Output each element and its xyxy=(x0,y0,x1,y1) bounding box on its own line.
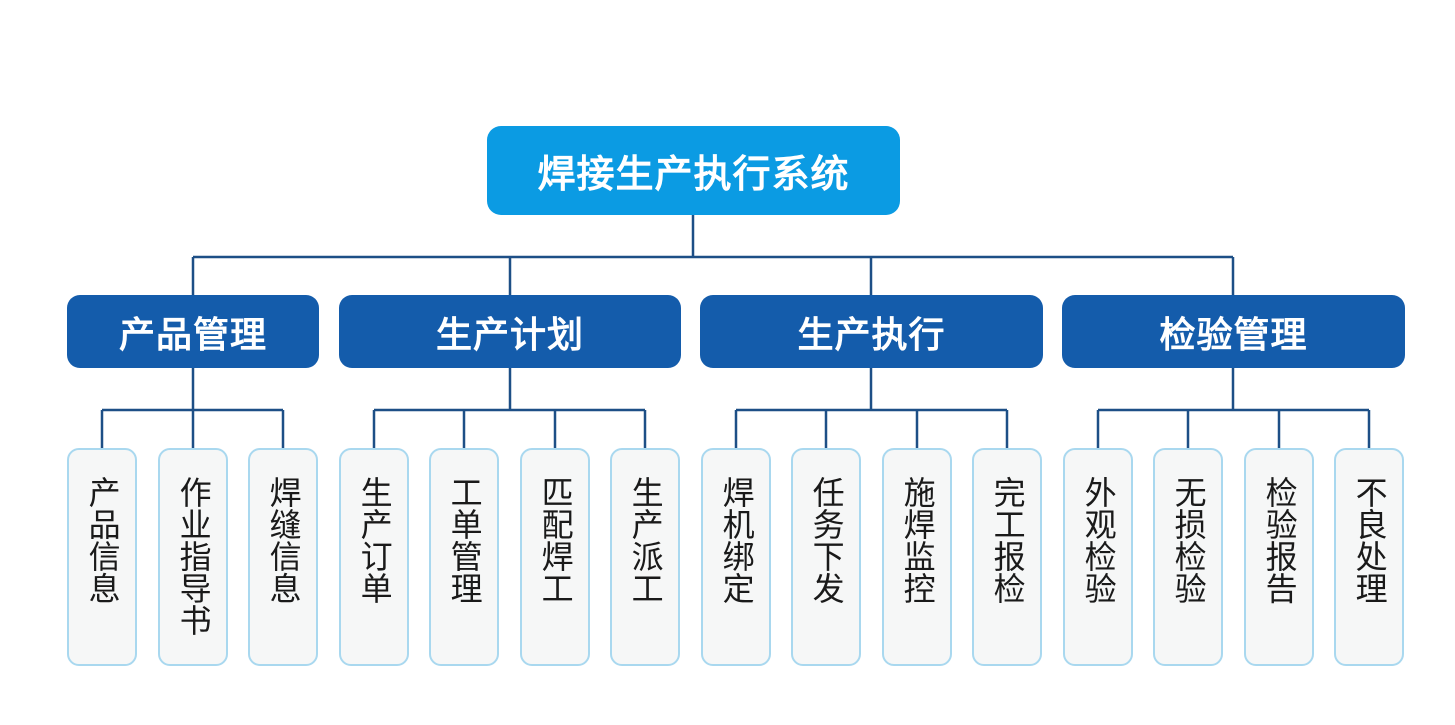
leaf-node-label: 完工报检 xyxy=(988,476,1027,604)
module-node-label: 产品管理 xyxy=(118,314,267,356)
leaf-node-label: 匹配焊工 xyxy=(536,476,575,604)
module-node-label: 生产执行 xyxy=(797,314,946,356)
leaf-node: 工单管理 xyxy=(429,448,499,666)
leaf-node: 检验报告 xyxy=(1244,448,1314,666)
leaf-node-label: 施焊监控 xyxy=(898,476,937,604)
leaf-node: 焊缝信息 xyxy=(248,448,318,666)
leaf-node: 匹配焊工 xyxy=(520,448,590,666)
root-node-label: 焊接生产执行系统 xyxy=(537,152,850,196)
module-node-product-management: 产品管理 xyxy=(67,295,319,368)
leaf-node-label: 焊缝信息 xyxy=(264,476,303,604)
leaf-node: 任务下发 xyxy=(791,448,861,666)
leaf-node: 焊机绑定 xyxy=(701,448,771,666)
leaf-node: 不良处理 xyxy=(1334,448,1404,666)
leaf-node: 外观检验 xyxy=(1063,448,1133,666)
leaf-node: 完工报检 xyxy=(972,448,1042,666)
module-node-label: 生产计划 xyxy=(435,314,584,356)
module-node-production-planning: 生产计划 xyxy=(339,295,681,368)
leaf-node-label: 作业指导书 xyxy=(174,476,213,636)
leaf-node-label: 任务下发 xyxy=(807,476,846,604)
leaf-node-label: 焊机绑定 xyxy=(717,476,756,604)
module-node-production-execution: 生产执行 xyxy=(700,295,1043,368)
leaf-node-label: 工单管理 xyxy=(445,476,484,604)
leaf-node: 无损检验 xyxy=(1153,448,1223,666)
leaf-node-label: 外观检验 xyxy=(1079,476,1118,604)
leaf-node-label: 产品信息 xyxy=(83,476,122,604)
leaf-node-label: 检验报告 xyxy=(1260,476,1299,604)
leaf-node: 生产订单 xyxy=(339,448,409,666)
module-node-label: 检验管理 xyxy=(1159,314,1308,356)
root-node: 焊接生产执行系统 xyxy=(487,126,900,215)
leaf-node-label: 不良处理 xyxy=(1350,476,1389,604)
leaf-node: 生产派工 xyxy=(610,448,680,666)
leaf-node: 作业指导书 xyxy=(158,448,228,666)
module-node-inspection-management: 检验管理 xyxy=(1062,295,1405,368)
leaf-node-label: 无损检验 xyxy=(1169,476,1208,604)
leaf-node-label: 生产派工 xyxy=(626,476,665,604)
leaf-node-label: 生产订单 xyxy=(355,476,394,604)
leaf-node: 施焊监控 xyxy=(882,448,952,666)
leaf-node: 产品信息 xyxy=(67,448,137,666)
